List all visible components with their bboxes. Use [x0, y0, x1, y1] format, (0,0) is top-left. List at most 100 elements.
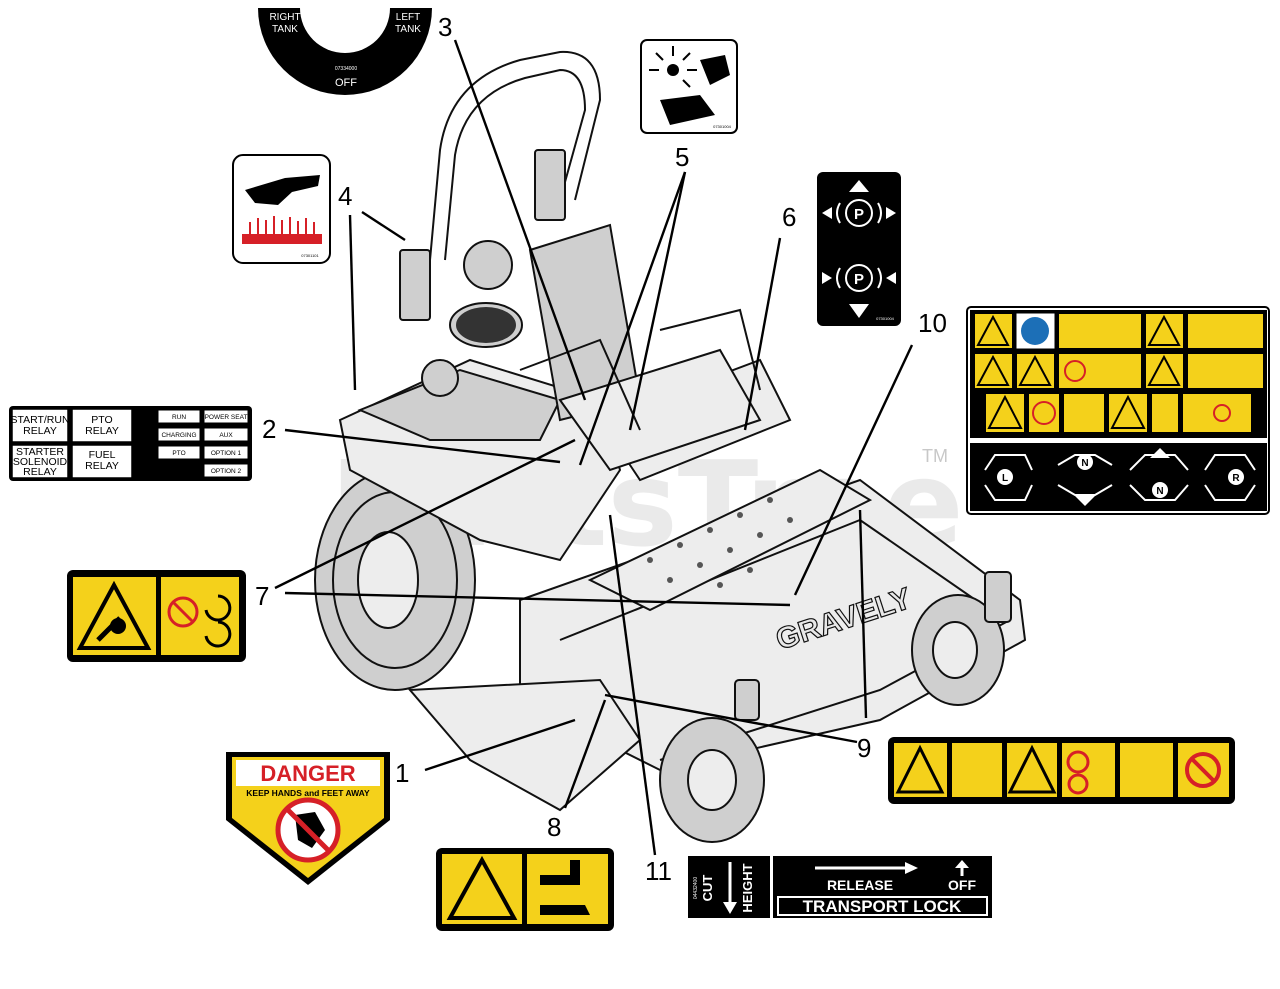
arrow-up-icon	[1150, 448, 1170, 458]
arrow-up-icon	[849, 180, 869, 192]
fuse-option-2: OPTION 2	[211, 468, 242, 475]
cut-label: CUT	[700, 875, 715, 902]
tank-off-label: OFF	[335, 77, 357, 89]
fuse-option-1: OPTION 1	[211, 450, 242, 457]
callout-numbers: 1 2 3 4 5 6 7 8 9 10 11	[255, 12, 947, 886]
svg-text:N: N	[1081, 458, 1088, 469]
decal-danger: DANGER KEEP HANDS and FEET AWAY	[226, 752, 390, 885]
hot-part-no: 07301101	[301, 253, 319, 258]
decal-entanglement: 07301004	[640, 39, 738, 134]
arrow-down-icon	[723, 902, 737, 914]
warning-triangle-icon	[1110, 394, 1146, 429]
warning-triangle-icon	[895, 744, 945, 794]
tank-part-no: 07334000	[335, 66, 357, 72]
warning-triangle-icon	[1147, 354, 1181, 386]
decal-operation-warnings	[888, 737, 1235, 804]
callout-8: 8	[547, 812, 561, 842]
deck-icon	[540, 860, 580, 885]
hand-icon	[660, 95, 715, 125]
decal-hot-surface: 07301101	[232, 154, 331, 264]
release-label: RELEASE	[827, 877, 893, 893]
steering-direction-row: L N N R	[970, 443, 1267, 511]
leader-lines	[274, 39, 914, 856]
prohibited-icon	[1064, 360, 1086, 382]
callout-5: 5	[675, 142, 689, 172]
heat-icon	[249, 216, 315, 234]
decal-transport-lock: RELEASE OFF TRANSPORT LOCK	[773, 856, 992, 918]
warning-triangle-icon	[446, 855, 518, 920]
fuse-aux: AUX	[219, 432, 233, 439]
decal-parking-brake: P P 07301004	[817, 172, 901, 326]
hand-icon	[245, 175, 320, 205]
decal-pinch-rotate	[67, 570, 246, 662]
brake-icon	[845, 199, 873, 227]
callout-1: 1	[395, 758, 409, 788]
callout-7: 7	[255, 581, 269, 611]
decal-safety-instructions: L N N R	[966, 306, 1270, 515]
svg-text:P: P	[854, 206, 864, 223]
prohibited-icon	[1067, 773, 1089, 795]
warning-triangle-icon	[1147, 314, 1181, 346]
hand-icon	[700, 55, 730, 85]
callout-9: 9	[857, 733, 871, 763]
rotating-part-icon	[667, 64, 679, 76]
callout-10: 10	[918, 308, 947, 338]
callout-2: 2	[262, 414, 276, 444]
prohibited-icon	[1185, 752, 1221, 788]
warning-triangle-icon	[976, 354, 1010, 386]
fuse-run: RUN	[172, 414, 186, 421]
brake-icon	[845, 264, 873, 292]
svg-text:P: P	[854, 271, 864, 288]
arrow-down-icon	[849, 304, 869, 318]
decal-deck-pinch	[436, 848, 614, 931]
prohibited-icon	[1066, 750, 1090, 774]
arrow-down-icon	[1075, 496, 1095, 506]
right-icon	[1228, 469, 1244, 485]
warning-triangle-icon	[1018, 354, 1052, 386]
manual-icon	[1021, 317, 1049, 345]
watermark-tm: TM	[922, 446, 948, 466]
fuse-pto: PTO	[172, 450, 185, 457]
safety-icon-row-3	[984, 392, 1253, 434]
neutral-icon	[1077, 454, 1093, 470]
danger-title: DANGER	[260, 761, 355, 786]
left-icon	[997, 469, 1013, 485]
height-part-no: 04432400	[693, 877, 699, 899]
prohibited-icon	[1213, 404, 1231, 422]
svg-text:L: L	[1002, 473, 1008, 484]
warning-triangle-icon	[1007, 744, 1057, 794]
svg-text:N: N	[1156, 486, 1163, 497]
warning-triangle-icon	[987, 394, 1023, 429]
prohibited-icon	[1032, 401, 1056, 425]
safety-icon-row-2	[973, 352, 1265, 390]
danger-subtitle: KEEP HANDS and FEET AWAY	[246, 788, 370, 798]
off-label: OFF	[948, 877, 976, 893]
callout-6: 6	[782, 202, 796, 232]
prohibited-icon	[167, 596, 199, 628]
rotate-icon	[204, 620, 232, 648]
arrow-up-icon	[955, 860, 969, 868]
fuse-charging: CHARGING	[161, 432, 196, 439]
deck-icon	[540, 905, 590, 915]
callout-3: 3	[438, 12, 452, 42]
mower-illustration: GRAVELY	[314, 50, 1027, 843]
rotate-icon	[204, 594, 232, 622]
height-label: HEIGHT	[740, 863, 755, 912]
callout-4: 4	[338, 181, 352, 211]
arrow-right-icon	[905, 862, 918, 874]
fuse-power-seat: POWER SEAT	[205, 414, 248, 421]
brake-part-no: 07301004	[876, 316, 895, 321]
warning-triangle-icon	[976, 314, 1010, 346]
svg-text:R: R	[1232, 473, 1240, 484]
decal-cut-height: CUT HEIGHT 04432400	[688, 856, 770, 918]
neutral-icon	[1152, 482, 1168, 498]
